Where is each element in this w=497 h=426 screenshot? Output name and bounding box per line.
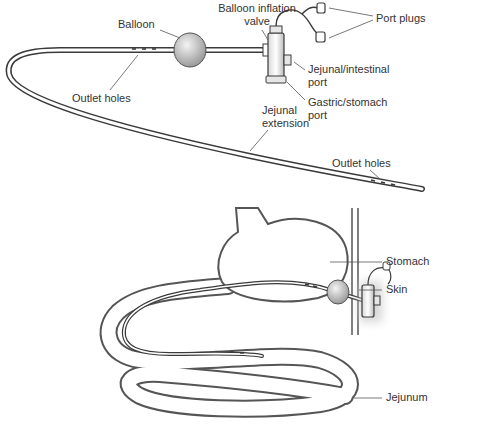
part-label: Jejunum xyxy=(386,391,466,404)
stomach-and-jejunum xyxy=(109,208,391,409)
part-label: Stomach xyxy=(386,255,466,268)
part-label: Jejunal extension xyxy=(262,104,332,130)
leader-lines xyxy=(110,8,380,179)
part-label: Skin xyxy=(386,283,446,296)
leader-lines xyxy=(330,262,382,398)
part-label: Outlet holes xyxy=(72,92,152,105)
part-label: Port plugs xyxy=(376,12,456,25)
tube-device xyxy=(9,3,422,189)
part-label: Gastric/stomach port xyxy=(308,96,398,122)
part-label: Outlet holes xyxy=(332,157,412,170)
part-label: Balloon xyxy=(118,18,178,31)
part-label: Jejunal/intestinal port xyxy=(308,63,404,89)
part-label: Balloon inflation valve xyxy=(218,2,296,28)
